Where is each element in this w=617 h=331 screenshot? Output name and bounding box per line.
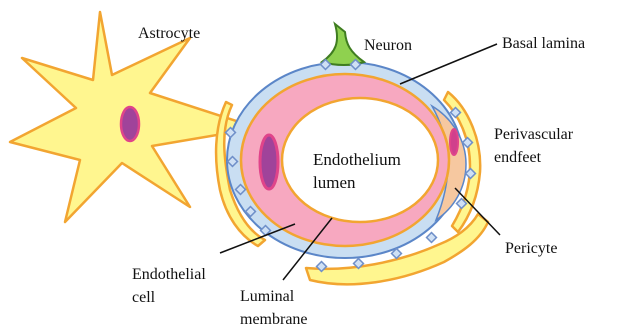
astrocyte-nucleus [121, 107, 139, 141]
pericyte-nucleus [450, 129, 458, 155]
label-neuron: Neuron [364, 37, 412, 54]
label-lumen-line1: Endothelium [313, 150, 401, 169]
label-luminal-line2: membrane [240, 311, 308, 328]
label-lumen-line2: lumen [313, 173, 356, 192]
neuron-terminal [322, 24, 364, 65]
label-luminal-line1: Luminal [240, 288, 295, 305]
receptor [427, 233, 437, 243]
label-astrocyte: Astrocyte [138, 25, 200, 42]
label-basal-lamina: Basal lamina [502, 35, 585, 52]
label-perivascular: Perivascular [494, 126, 574, 143]
label-endothelial-line2: cell [132, 289, 156, 306]
label-pericyte: Pericyte [505, 240, 557, 257]
endothelial-nucleus [260, 135, 278, 189]
label-endothelial-line1: Endothelial [132, 266, 206, 283]
label-endfeet: endfeet [494, 149, 542, 166]
basal-lamina-leader [400, 44, 497, 84]
